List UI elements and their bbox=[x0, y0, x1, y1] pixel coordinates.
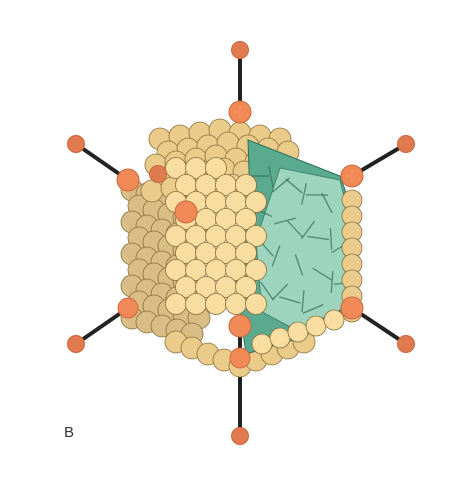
capsomer bbox=[245, 225, 267, 247]
capsomer bbox=[245, 259, 267, 281]
core-strand bbox=[330, 270, 334, 294]
capsomer bbox=[235, 242, 257, 264]
capsomer bbox=[235, 208, 257, 230]
capsomer bbox=[140, 179, 164, 203]
capsomer bbox=[205, 293, 227, 315]
fiber-knob bbox=[397, 335, 415, 353]
core-strand bbox=[329, 227, 333, 251]
core-strand bbox=[271, 245, 281, 267]
core-strand bbox=[294, 254, 304, 276]
capsomer bbox=[185, 293, 207, 315]
fiber-knob bbox=[67, 335, 85, 353]
capsomer bbox=[269, 327, 291, 349]
capsomer bbox=[165, 293, 187, 315]
penton bbox=[229, 347, 251, 369]
fiber-knob bbox=[231, 41, 249, 59]
penton-bases bbox=[116, 100, 364, 369]
panel-label: B bbox=[64, 424, 75, 441]
capsomer bbox=[245, 191, 267, 213]
capsomer bbox=[245, 293, 267, 315]
penton bbox=[117, 297, 139, 319]
capsomer bbox=[235, 276, 257, 298]
core-strand bbox=[307, 235, 329, 241]
penton bbox=[340, 296, 364, 320]
capsomer bbox=[235, 174, 257, 196]
core-strand bbox=[268, 166, 274, 188]
capsomer bbox=[305, 315, 327, 337]
core-strand bbox=[286, 220, 304, 238]
front-face-capsomers bbox=[165, 157, 267, 315]
capsomer bbox=[225, 293, 247, 315]
capsomer bbox=[205, 157, 227, 179]
capsomer bbox=[323, 309, 345, 331]
core-strand bbox=[300, 220, 316, 240]
penton bbox=[116, 168, 140, 192]
penton bbox=[340, 164, 364, 188]
core-strand bbox=[260, 281, 274, 301]
fiber-knobs bbox=[67, 41, 415, 445]
penton bbox=[174, 200, 198, 224]
core-strand bbox=[271, 283, 289, 301]
penton bbox=[228, 314, 252, 338]
fiber bbox=[74, 306, 130, 346]
core-strand bbox=[312, 267, 332, 281]
core-strand bbox=[301, 183, 307, 205]
core-strand bbox=[321, 192, 333, 214]
fiber-knob bbox=[397, 135, 415, 153]
capsomer bbox=[251, 333, 273, 355]
penton bbox=[228, 100, 252, 124]
core-light-region bbox=[255, 167, 353, 331]
core-strand bbox=[301, 289, 305, 313]
core-strand bbox=[285, 178, 303, 194]
fiber-knob bbox=[149, 165, 167, 183]
core-strand bbox=[279, 296, 301, 304]
fiber-knob bbox=[67, 135, 85, 153]
fiber-knob bbox=[231, 427, 249, 445]
capsomer bbox=[287, 321, 309, 343]
core-strand bbox=[274, 217, 296, 225]
core-strand bbox=[302, 304, 324, 314]
